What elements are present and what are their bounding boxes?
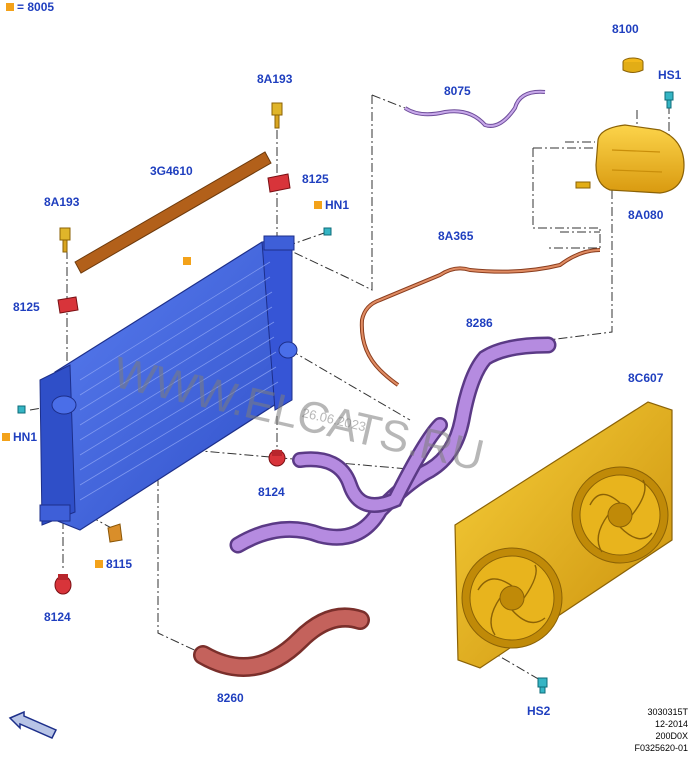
screw-hn1-left (17, 405, 26, 414)
label-8100: 8100 (612, 22, 639, 36)
label-8125-left: 8125 (13, 300, 40, 314)
label-8a080: 8A080 (628, 208, 664, 222)
meta-date: 12-2014 (654, 719, 688, 729)
fan-shroud-8c607 (454, 401, 673, 669)
label-3g4610: 3G4610 (150, 164, 193, 178)
radiator-square-icon (183, 257, 191, 265)
fitting-8115 (107, 523, 123, 543)
hn1-top-square-icon (314, 201, 322, 209)
label-8124-right: 8124 (258, 485, 285, 499)
label-hn1-top: HN1 (314, 198, 349, 212)
screw-hn1-top (323, 227, 332, 236)
meta-drawing-number: F0325620-01 (634, 743, 688, 753)
legend-square-icon (6, 3, 14, 11)
hose-8286 (229, 336, 557, 554)
hn1-left-square-icon (2, 433, 10, 441)
label-8a365: 8A365 (438, 229, 474, 243)
drawing-meta: 3030315T 12-2014 200D0X F0325620-01 (634, 706, 688, 754)
bolt-8a193-top (271, 102, 283, 129)
label-8c607: 8C607 (628, 371, 664, 385)
label-hs1: HS1 (658, 68, 682, 82)
radiator-marker (183, 254, 194, 268)
label-8124-left: 8124 (44, 610, 71, 624)
label-8075: 8075 (444, 84, 471, 98)
expansion-tank-8a080 (575, 124, 685, 194)
hose-8260 (193, 607, 370, 677)
label-hs2: HS2 (527, 704, 551, 718)
screw-hs2 (537, 677, 548, 694)
bolt-8a193-left (59, 227, 71, 253)
tube-8a365 (359, 248, 601, 387)
view-direction-arrow (8, 710, 58, 739)
clip-8125-top (267, 173, 291, 193)
meta-code: 3030315T (647, 707, 688, 717)
tube-8075 (403, 89, 546, 128)
label-8286: 8286 (466, 316, 493, 330)
label-8125-top: 8125 (302, 172, 329, 186)
label-8260: 8260 (217, 691, 244, 705)
label-8a193-left: 8A193 (44, 195, 80, 209)
meta-variant: 200D0X (655, 731, 688, 741)
cap-8100 (622, 57, 644, 73)
mount-8124-left (54, 574, 72, 595)
radiator (39, 235, 298, 531)
label-8a193-top: 8A193 (257, 72, 293, 86)
legend-text: = 8005 (17, 0, 55, 14)
8115-square-icon (95, 560, 103, 568)
mount-8124-right (268, 449, 286, 467)
seal-strip-3g4610 (74, 151, 272, 274)
label-8115: 8115 (95, 557, 132, 571)
screw-hs1 (664, 91, 674, 109)
label-hn1-left: HN1 (2, 430, 37, 444)
clip-8125-left (57, 296, 79, 314)
legend: = 8005 (6, 0, 54, 14)
